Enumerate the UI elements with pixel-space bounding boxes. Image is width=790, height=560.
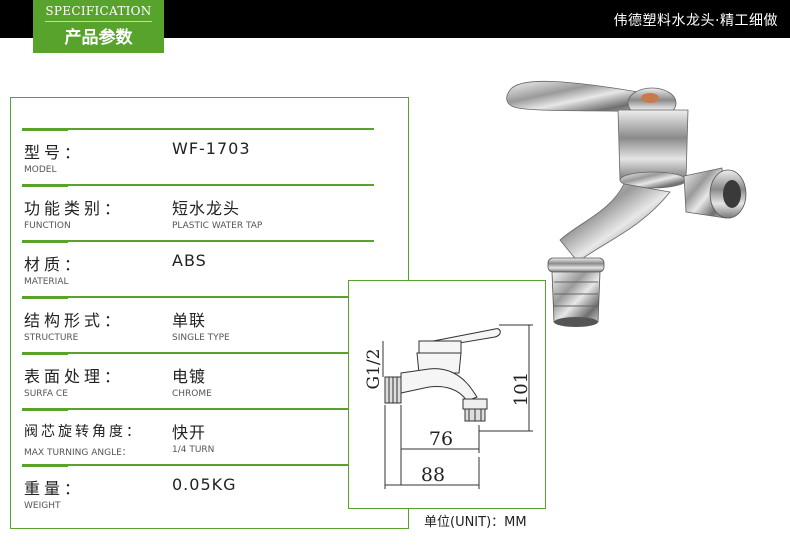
specification-title-en: SPECIFICATION [45,4,152,18]
spec-row-structure: 结构形式： STRUCTURE 单联 SINGLE TYPE [22,296,374,352]
faucet-photo [506,80,747,327]
spec-label-cn: 阀芯旋转角度： [24,424,143,440]
spec-value: ABS [172,251,207,270]
spec-label-en: MAX TURNING ANGLE： [24,448,131,458]
spec-label-cn: 材质： [24,255,85,274]
dimension-diagram: G1/2 101 76 88 [348,280,546,509]
spec-label-en: FUNCTION [24,221,71,231]
total-length-label: 88 [421,464,445,486]
spec-value-en: SINGLE TYPE [172,333,230,343]
spec-value-en: PLASTIC WATER TAP [172,221,263,231]
spec-label-cn: 结构形式： [24,311,125,330]
dimension-drawing: G1/2 101 76 88 [364,324,533,489]
spec-value: WF-1703 [172,139,251,158]
specification-badge: SPECIFICATION 产品参数 [33,0,164,53]
spec-label-cn: 型号： [24,143,85,162]
row-divider [22,464,374,467]
spec-value: 电镀 [172,367,207,386]
spec-label-cn: 表面处理： [24,367,125,386]
height-dimension-label: 101 [511,372,532,406]
spec-value: 0.05KG [172,475,237,494]
spec-value: 短水龙头 [172,199,241,218]
spec-row-weight: 重量： WEIGHT 0.05KG [22,464,374,520]
row-divider [22,408,374,411]
spec-value: 单联 [172,311,207,330]
spec-row-material: 材质： MATERIAL ABS [22,240,374,296]
row-divider [22,352,374,355]
row-divider [22,240,374,243]
slogan: 伟德塑料水龙头·精工细做 [613,13,778,29]
spout-length-label: 76 [429,428,453,450]
spec-label-cn: 重量： [24,479,85,498]
spec-label-en: STRUCTURE [24,333,79,343]
spec-row-model: 型号： MODEL WF-1703 [22,128,374,184]
specification-title-cn: 产品参数 [64,28,133,48]
spec-value: 快开 [172,423,207,442]
spec-label-en: WEIGHT [24,501,61,511]
spec-label-en: MODEL [24,165,57,175]
spec-label-en: MATERIAL [24,277,69,287]
badge-divider [45,21,152,22]
spec-row-surface: 表面处理： SURFA CE 电镀 CHROME [22,352,374,408]
spec-row-turning-angle: 阀芯旋转角度： MAX TURNING ANGLE： 快开 1/4 TURN [22,408,374,464]
spec-value-en: CHROME [172,389,212,399]
spec-value-en: 1/4 TURN [172,445,215,455]
spec-row-function: 功能类别： FUNCTION 短水龙头 PLASTIC WATER TAP [22,184,374,240]
thread-size-label: G1/2 [364,349,384,390]
spec-label-cn: 功能类别： [24,199,125,218]
row-divider [22,184,374,187]
row-divider [22,128,374,131]
spec-label-en: SURFA CE [24,389,68,399]
row-divider [22,296,374,299]
unit-label: 单位(UNIT)：MM [424,515,527,530]
